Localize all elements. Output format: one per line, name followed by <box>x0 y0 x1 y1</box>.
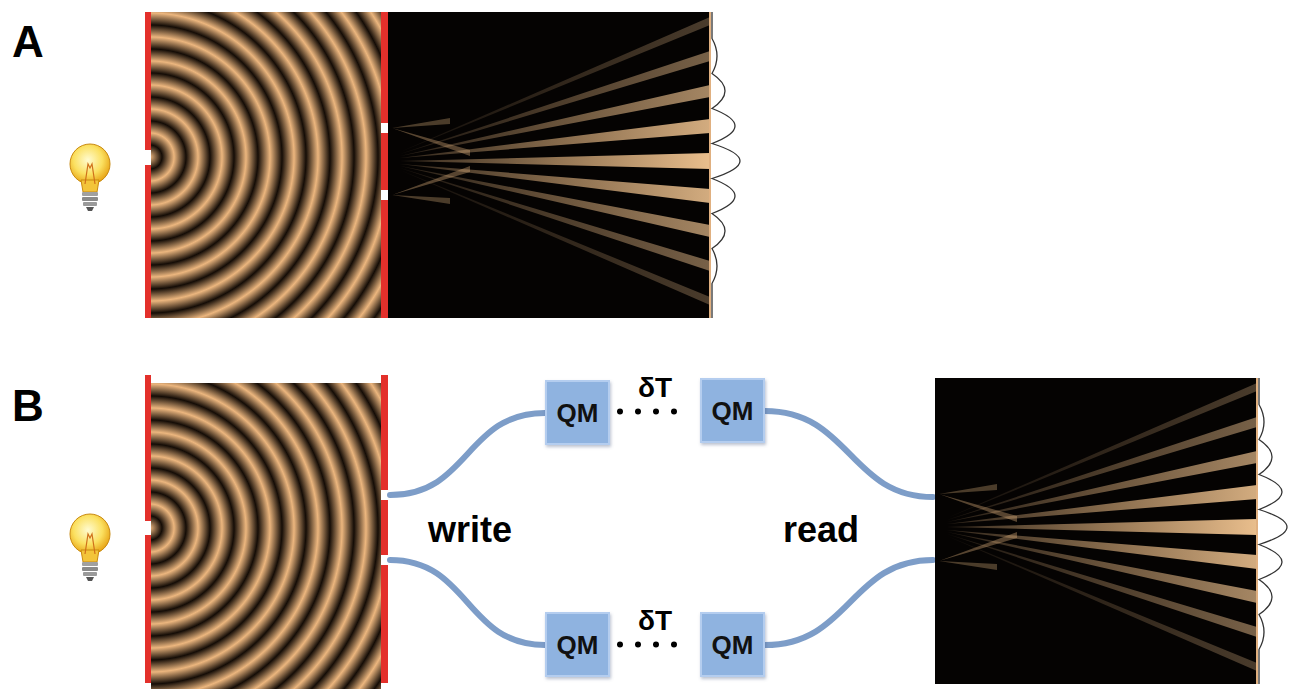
interference-fringes <box>388 12 740 318</box>
light-bulb <box>70 514 110 581</box>
memory-box: QM <box>545 380 610 445</box>
box-label: QM <box>712 398 754 424</box>
panel-letter: A <box>12 20 44 64</box>
barrier <box>145 375 388 683</box>
optical-fiber <box>390 411 933 645</box>
wave-rings <box>151 383 381 689</box>
delay-dots <box>620 642 690 648</box>
light-bulb <box>70 144 110 211</box>
stage-label: read <box>783 512 859 548</box>
box-label: QM <box>712 632 754 658</box>
delay-label: δT <box>638 607 672 635</box>
delay-label: δT <box>638 374 672 402</box>
memory-box: QM <box>700 612 765 677</box>
box-label: QM <box>557 400 599 426</box>
memory-box: QM <box>700 378 765 443</box>
stage-label: write <box>428 512 512 548</box>
box-label: QM <box>557 632 599 658</box>
wave-rings <box>151 12 381 318</box>
delay-dots <box>620 409 690 415</box>
interference-fringes <box>935 378 1287 684</box>
barrier <box>145 12 388 318</box>
panel-letter: B <box>12 384 44 428</box>
memory-box: QM <box>545 612 610 677</box>
